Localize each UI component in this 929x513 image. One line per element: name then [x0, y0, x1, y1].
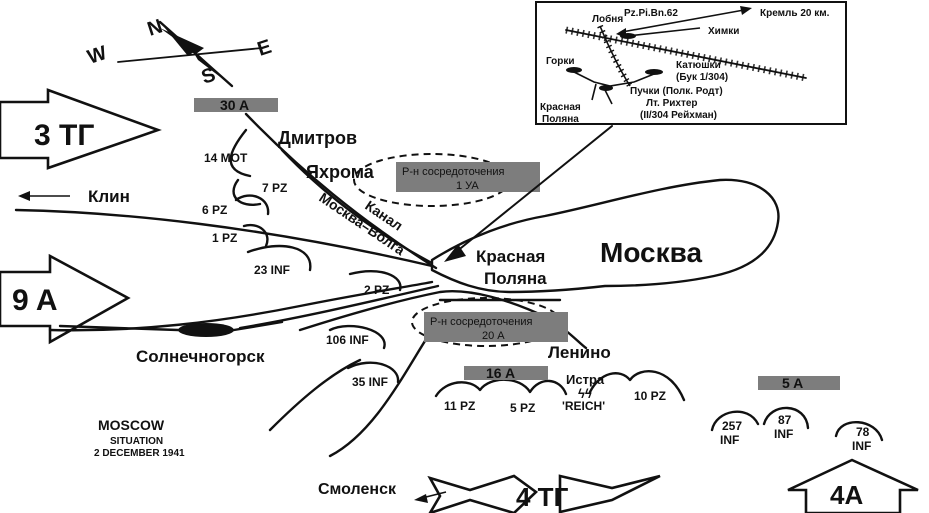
compass-south: S	[199, 64, 218, 89]
solnechnogorsk-label: Солнечногорск	[136, 347, 265, 366]
compass-west: W	[85, 42, 110, 69]
svg-text:7 PZ: 7 PZ	[262, 181, 287, 195]
compass-east: E	[255, 36, 274, 61]
svg-text:Горки: Горки	[546, 56, 575, 67]
unit-labels: 14 MOT 7 PZ 6 PZ 1 PZ 23 INF 2 PZ 106 IN…	[202, 151, 871, 453]
svg-text:6 PZ: 6 PZ	[202, 203, 227, 217]
svg-text:Катюшки: Катюшки	[676, 60, 721, 71]
svg-text:(Бук 1/304): (Бук 1/304)	[676, 72, 728, 83]
compass-north: N	[145, 15, 166, 40]
svg-text:Лобня: Лобня	[592, 13, 623, 25]
svg-text:257: 257	[722, 419, 742, 433]
lenino-label: Ленино	[548, 343, 611, 362]
svg-text:Р-н сосредоточения: Р-н сосредоточения	[402, 166, 505, 178]
svg-text:INF: INF	[774, 427, 793, 441]
svg-text:2 DECEMBER 1941: 2 DECEMBER 1941	[94, 448, 185, 459]
moscow-city-outline	[430, 178, 780, 294]
dmitrov-label: Дмитров	[278, 128, 357, 148]
army-3tg-label: 3 ТГ	[34, 119, 94, 152]
svg-text:1 PZ: 1 PZ	[212, 231, 237, 245]
svg-text:2 PZ: 2 PZ	[364, 283, 389, 297]
army-9a-label: 9 A	[12, 284, 58, 317]
svg-text:11 PZ: 11 PZ	[444, 399, 475, 413]
svg-text:Кремль 20 км.: Кремль 20 км.	[760, 8, 830, 19]
svg-text:20 А: 20 А	[482, 330, 505, 342]
svg-text:Поляна: Поляна	[542, 114, 579, 125]
svg-text:1 УА: 1 УА	[456, 180, 479, 192]
svg-text:SITUATION: SITUATION	[110, 436, 163, 447]
svg-text:Лт. Рихтер: Лт. Рихтер	[646, 98, 698, 109]
army-box-30a: 30 A	[194, 97, 278, 113]
army-4a-label: 4A	[830, 480, 863, 510]
inset-pointer-arrow	[444, 125, 613, 262]
arrow-4tg: 4 ТГ	[427, 474, 661, 513]
svg-text:INF: INF	[852, 439, 871, 453]
arrow-4a: 4A	[787, 458, 919, 513]
yakhroma-label: Яхрома	[306, 162, 375, 182]
svg-text:5 A: 5 A	[782, 375, 803, 391]
svg-text:14 MOT: 14 MOT	[204, 151, 248, 165]
smolensk-label-group: Смоленск	[318, 481, 447, 503]
roads-and-fronts	[14, 112, 588, 458]
concentration-box-1ua: Р-н сосредоточения 1 УА	[396, 162, 540, 192]
svg-text:106 INF: 106 INF	[326, 333, 369, 347]
svg-text:5 PZ: 5 PZ	[510, 401, 535, 415]
moscow-label: Москва	[600, 237, 702, 268]
svg-text:ϟϟ: ϟϟ	[578, 386, 592, 401]
svg-text:INF: INF	[720, 433, 739, 447]
svg-text:10 PZ: 10 PZ	[634, 389, 666, 403]
svg-text:Пучки (Полк. Родт): Пучки (Полк. Родт)	[630, 86, 723, 97]
klin-label-group: Клин	[18, 187, 130, 206]
inset-map: Pz.Pi.Bn.62 Кремль 20 км. Лобня Химки Го…	[535, 1, 847, 125]
svg-text:23 INF: 23 INF	[254, 263, 290, 277]
svg-text:78: 78	[856, 425, 870, 439]
krasnaya-polyana-label-2: Поляна	[484, 269, 547, 288]
concentration-box-20a: Р-н сосредоточения 20 А	[424, 312, 568, 342]
svg-text:87: 87	[778, 413, 792, 427]
arrow-3tg: 3 ТГ	[0, 88, 162, 170]
svg-text:'REICH': 'REICH'	[562, 399, 605, 413]
svg-text:Красная: Красная	[540, 102, 581, 113]
svg-text:30 A: 30 A	[220, 97, 249, 113]
arrow-9a: 9 A	[0, 253, 131, 345]
army-box-5a: 5 A	[758, 375, 840, 391]
army-box-16a: 16 A	[464, 365, 548, 381]
svg-text:Химки: Химки	[708, 26, 739, 37]
map-legend: MOSCOW SITUATION 2 DECEMBER 1941	[94, 417, 185, 459]
svg-text:Р-н сосредоточения: Р-н сосредоточения	[430, 316, 533, 328]
istra-label: Истра	[566, 372, 605, 387]
krasnaya-polyana-label-1: Красная	[476, 247, 545, 266]
compass-rose: N W E S	[85, 15, 274, 88]
army-4tg-label: 4 ТГ	[516, 482, 569, 512]
smolensk-label: Смоленск	[318, 481, 397, 498]
svg-text:Pz.Pi.Bn.62: Pz.Pi.Bn.62	[624, 8, 678, 19]
klin-label: Клин	[88, 187, 130, 206]
svg-text:(II/304 Рейхман): (II/304 Рейхман)	[640, 110, 717, 121]
svg-text:35 INF: 35 INF	[352, 375, 388, 389]
svg-text:16 A: 16 A	[486, 365, 515, 381]
svg-text:MOSCOW: MOSCOW	[98, 417, 165, 433]
